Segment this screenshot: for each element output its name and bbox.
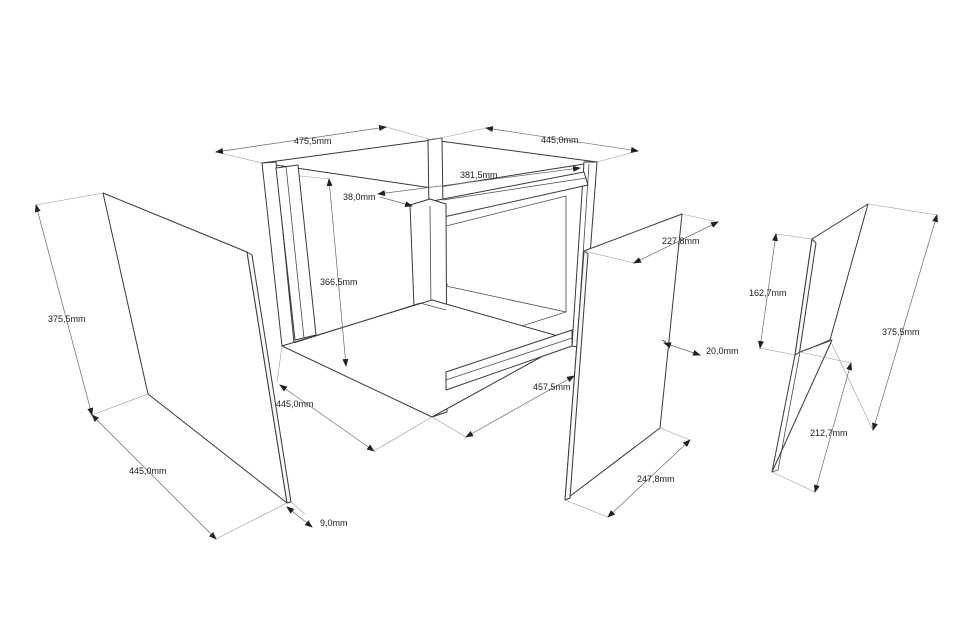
dim-base-width: 457,5mm bbox=[533, 382, 571, 392]
dim-base-width-line bbox=[465, 375, 575, 438]
dim-rail-thickness: 38,0mm bbox=[343, 192, 376, 202]
dim-inner-width: 381,5mm bbox=[460, 170, 498, 180]
dim-left-panel-height: 375,5mm bbox=[48, 314, 86, 324]
dim-right-panel-height: 375,5mm bbox=[882, 327, 920, 337]
dim-left-thickness-line bbox=[286, 506, 313, 528]
dimension-lines: 475,5mm 445,0mm 381,5mm 38,0mm 366,5mm 4… bbox=[34, 125, 938, 540]
dim-top-width-line bbox=[215, 125, 387, 154]
dim-door-offset: 20,0mm bbox=[706, 346, 739, 356]
dim-right-upper-line bbox=[758, 233, 778, 349]
dim-right-lower-line bbox=[813, 362, 853, 493]
carcass-bottom-rail-edge bbox=[445, 337, 573, 381]
carcass-left-post-edge bbox=[285, 165, 305, 339]
dim-rail-line bbox=[379, 196, 413, 207]
dim-top-width: 475,5mm bbox=[294, 136, 332, 146]
dim-left-height-line bbox=[34, 204, 94, 416]
carcass-left-post bbox=[275, 164, 317, 341]
door-notch bbox=[661, 339, 667, 343]
dim-door-bottom-width: 247,8mm bbox=[637, 474, 675, 484]
dim-right-height-line bbox=[872, 214, 938, 431]
dim-frame-height: 366,5mm bbox=[320, 277, 358, 287]
dim-door-top-line bbox=[633, 221, 719, 264]
right-panel-lower-edge bbox=[771, 351, 801, 473]
dim-door-bottom-line bbox=[607, 439, 691, 518]
dim-door-top-width: 227,8mm bbox=[662, 236, 700, 246]
left-side-panel bbox=[102, 192, 292, 504]
dim-inner-width-line bbox=[377, 165, 581, 197]
dim-top-depth: 445,0mm bbox=[541, 135, 579, 145]
dim-door-offset-line bbox=[663, 342, 701, 356]
dim-base-depth-line bbox=[279, 384, 375, 452]
carcass-assembly bbox=[261, 137, 598, 418]
dim-right-lower-width: 212,7mm bbox=[810, 428, 848, 438]
dim-left-panel-thickness: 9,0mm bbox=[320, 518, 348, 528]
carcass-bottom-rail bbox=[445, 329, 573, 391]
dim-left-depth-line bbox=[91, 414, 217, 540]
dim-top-depth-line bbox=[485, 126, 639, 153]
carcass-inner-floor bbox=[445, 285, 567, 313]
door-panel bbox=[564, 213, 683, 501]
dim-base-depth: 445,0mm bbox=[276, 399, 314, 409]
dim-left-panel-depth: 445,0mm bbox=[129, 466, 167, 476]
dim-height-line bbox=[326, 178, 349, 367]
dim-right-upper-height: 162,7mm bbox=[749, 288, 787, 298]
left-panel-face bbox=[102, 192, 288, 504]
